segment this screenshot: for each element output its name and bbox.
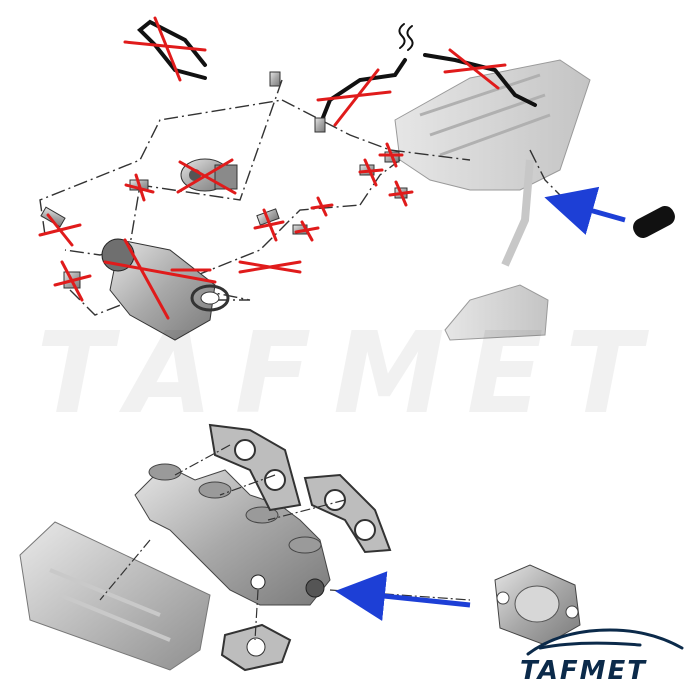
watermark-text: TAFMET bbox=[36, 309, 664, 439]
egr-blanking-plate-icon bbox=[494, 564, 581, 646]
egr-gasket-icon bbox=[220, 623, 292, 672]
exhaust-manifold-icon bbox=[134, 463, 331, 606]
blanking-plug-icon bbox=[633, 206, 675, 238]
logo-car-icon bbox=[526, 628, 684, 656]
pointer-arrow-bottom bbox=[335, 571, 471, 622]
brand-logo-text: TAFMET bbox=[520, 656, 647, 686]
removed-part-crosses bbox=[38, 16, 507, 320]
heat-shield-icon bbox=[19, 521, 211, 671]
cylinder-head-icon bbox=[394, 59, 591, 341]
pointer-arrow-top bbox=[544, 186, 626, 235]
manifold-gasket-icon bbox=[208, 423, 392, 554]
